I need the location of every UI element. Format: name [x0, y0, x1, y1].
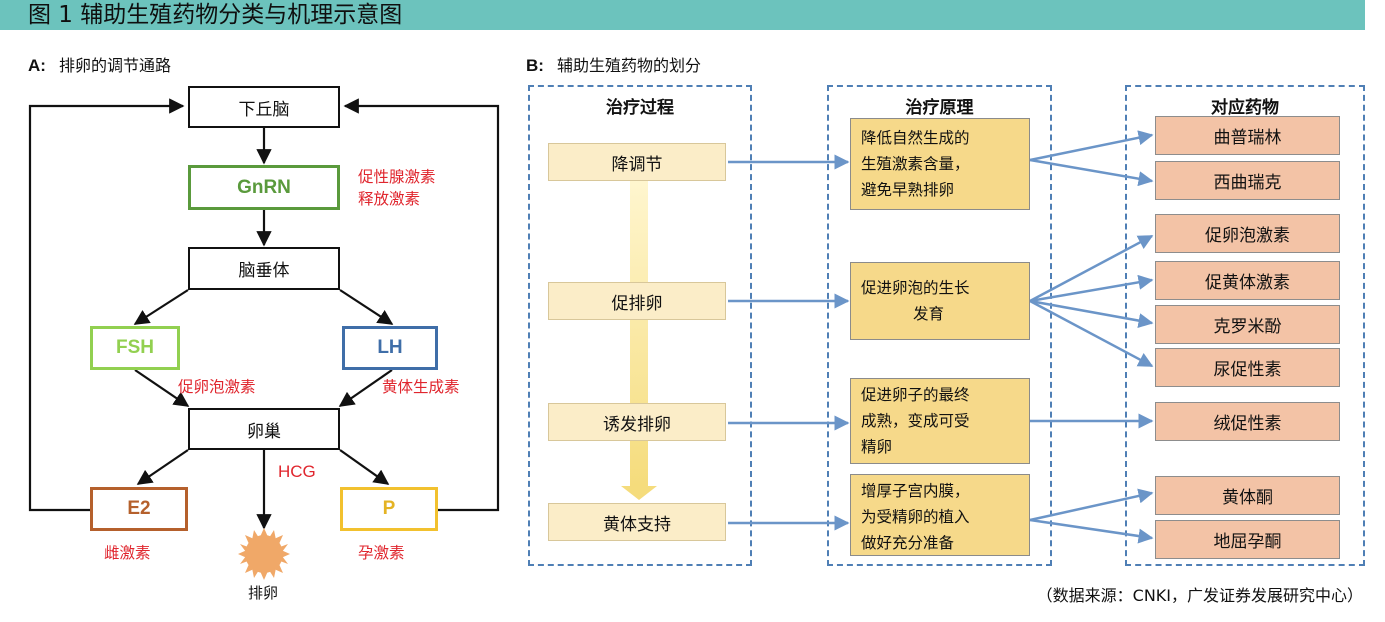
principle-1-line3: 避免早熟排卵: [861, 181, 955, 199]
arrow-principle1-drug2: [1029, 158, 1154, 187]
drug-fsh: 促卵泡激素: [1155, 214, 1340, 253]
step-ovulation-induction: 促排卵: [548, 282, 726, 320]
figure-title: 图 1 辅助生殖药物分类与机理示意图: [28, 2, 403, 28]
p-annotation: 孕激素: [358, 544, 405, 562]
gnrn-node: GnRN: [188, 165, 340, 210]
fsh-node: FSH: [90, 326, 180, 370]
drug-clomiphene: 克罗米酚: [1155, 305, 1340, 344]
feedback-p: [343, 98, 500, 512]
gnrh-annotation-line2: 释放激素: [358, 190, 421, 208]
principle-header: 治疗原理: [905, 98, 974, 118]
lh-annotation: 黄体生成素: [382, 378, 460, 396]
panel-a-connectors: [28, 98, 500, 580]
gnrh-annotation-line1: 促性腺激素: [358, 168, 436, 186]
step-down-regulation: 降调节: [548, 143, 726, 181]
arrow-fsh-ovary: [134, 369, 190, 407]
arrow-lh-ovary: [338, 369, 393, 407]
process-column: 治疗过程: [528, 85, 752, 566]
principle-1-line2: 生殖激素含量，: [861, 155, 970, 173]
arrow-principle1-drug1: [1029, 130, 1154, 162]
principle-column: 治疗原理: [827, 85, 1052, 566]
feedback-e2: [28, 98, 185, 512]
arrow-ovary-e2: [136, 449, 189, 485]
step-trigger-ovulation: 诱发排卵: [548, 403, 726, 441]
drug-lh: 促黄体激素: [1155, 261, 1340, 300]
principle-4-line1: 增厚子宫内膜，: [861, 482, 970, 500]
pituitary-node: 脑垂体: [188, 247, 340, 290]
principle-3-line3: 精卵: [861, 438, 893, 456]
arrow-principle2-drug3: [1029, 234, 1154, 303]
fsh-annotation: 促卵泡激素: [178, 378, 256, 396]
process-header: 治疗过程: [606, 98, 674, 118]
hypothalamus-node: 下丘脑: [188, 86, 340, 128]
ovary-node: 卵巢: [188, 408, 340, 450]
principle-1-line1: 降低自然生成的: [861, 129, 970, 147]
arrow-principle2-drug4: [1029, 274, 1154, 303]
panel-b-letter: B:: [526, 56, 544, 75]
drug-menotropin: 尿促性素: [1155, 348, 1340, 387]
arrow-principle2-drug6: [1029, 299, 1154, 368]
principle-1: 降低自然生成的 生殖激素含量， 避免早熟排卵: [850, 118, 1030, 210]
arrow-pituitary-fsh: [133, 289, 189, 325]
panel-a-title: 排卵的调节通路: [59, 56, 172, 75]
title-bar: [0, 0, 1365, 30]
principle-4-line3: 做好充分准备: [861, 534, 955, 552]
hcg-annotation: HCG: [278, 462, 316, 481]
panel-b-label: B: 辅助生殖药物的划分: [526, 56, 701, 76]
p-node: P: [340, 487, 438, 531]
lh-node: LH: [342, 326, 438, 370]
principle-4: 增厚子宫内膜， 为受精卵的植入 做好充分准备: [850, 474, 1030, 556]
arrow-principle4-drug9: [1029, 518, 1154, 544]
drug-cetrorelix: 西曲瑞克: [1155, 161, 1340, 200]
drugs-column: 对应药物: [1125, 85, 1365, 566]
process-flow-arrow: [621, 180, 657, 500]
drug-progesterone: 黄体酮: [1155, 476, 1340, 515]
principle-2-line1: 促进卵泡的生长: [861, 279, 970, 297]
step-luteal-support: 黄体支持: [548, 503, 726, 541]
principle-2: 促进卵泡的生长 发育: [850, 262, 1030, 340]
principle-4-line2: 为受精卵的植入: [861, 508, 970, 526]
source-note: （数据来源：CNKI，广发证券发展研究中心）: [1036, 586, 1363, 605]
gnrh-annotation: 促性腺激素 释放激素: [358, 166, 436, 210]
e2-node: E2: [90, 487, 188, 531]
drug-hcg: 绒促性素: [1155, 402, 1340, 441]
arrow-principle4-drug8: [1029, 488, 1154, 522]
principle-2-line2: 发育: [913, 305, 945, 323]
arrow-ovary-p: [339, 449, 390, 485]
panel-a-label: A: 排卵的调节通路: [28, 56, 171, 76]
panel-b-title: 辅助生殖药物的划分: [557, 56, 702, 75]
drug-triptorelin: 曲普瑞林: [1155, 116, 1340, 155]
panel-a-letter: A:: [28, 56, 46, 75]
principle-3-line1: 促进卵子的最终: [861, 386, 970, 404]
drug-dydrogesterone: 地屈孕酮: [1155, 520, 1340, 559]
arrow-principle2-drug5: [1029, 299, 1154, 328]
drugs-header: 对应药物: [1211, 98, 1279, 118]
ovulation-label: 排卵: [248, 584, 279, 602]
principle-3-line2: 成熟，变成可受: [861, 412, 970, 430]
principle-3: 促进卵子的最终 成熟，变成可受 精卵: [850, 378, 1030, 464]
ovulation-burst: [238, 528, 290, 580]
arrow-pituitary-lh: [339, 289, 394, 325]
e2-annotation: 雌激素: [104, 544, 151, 562]
